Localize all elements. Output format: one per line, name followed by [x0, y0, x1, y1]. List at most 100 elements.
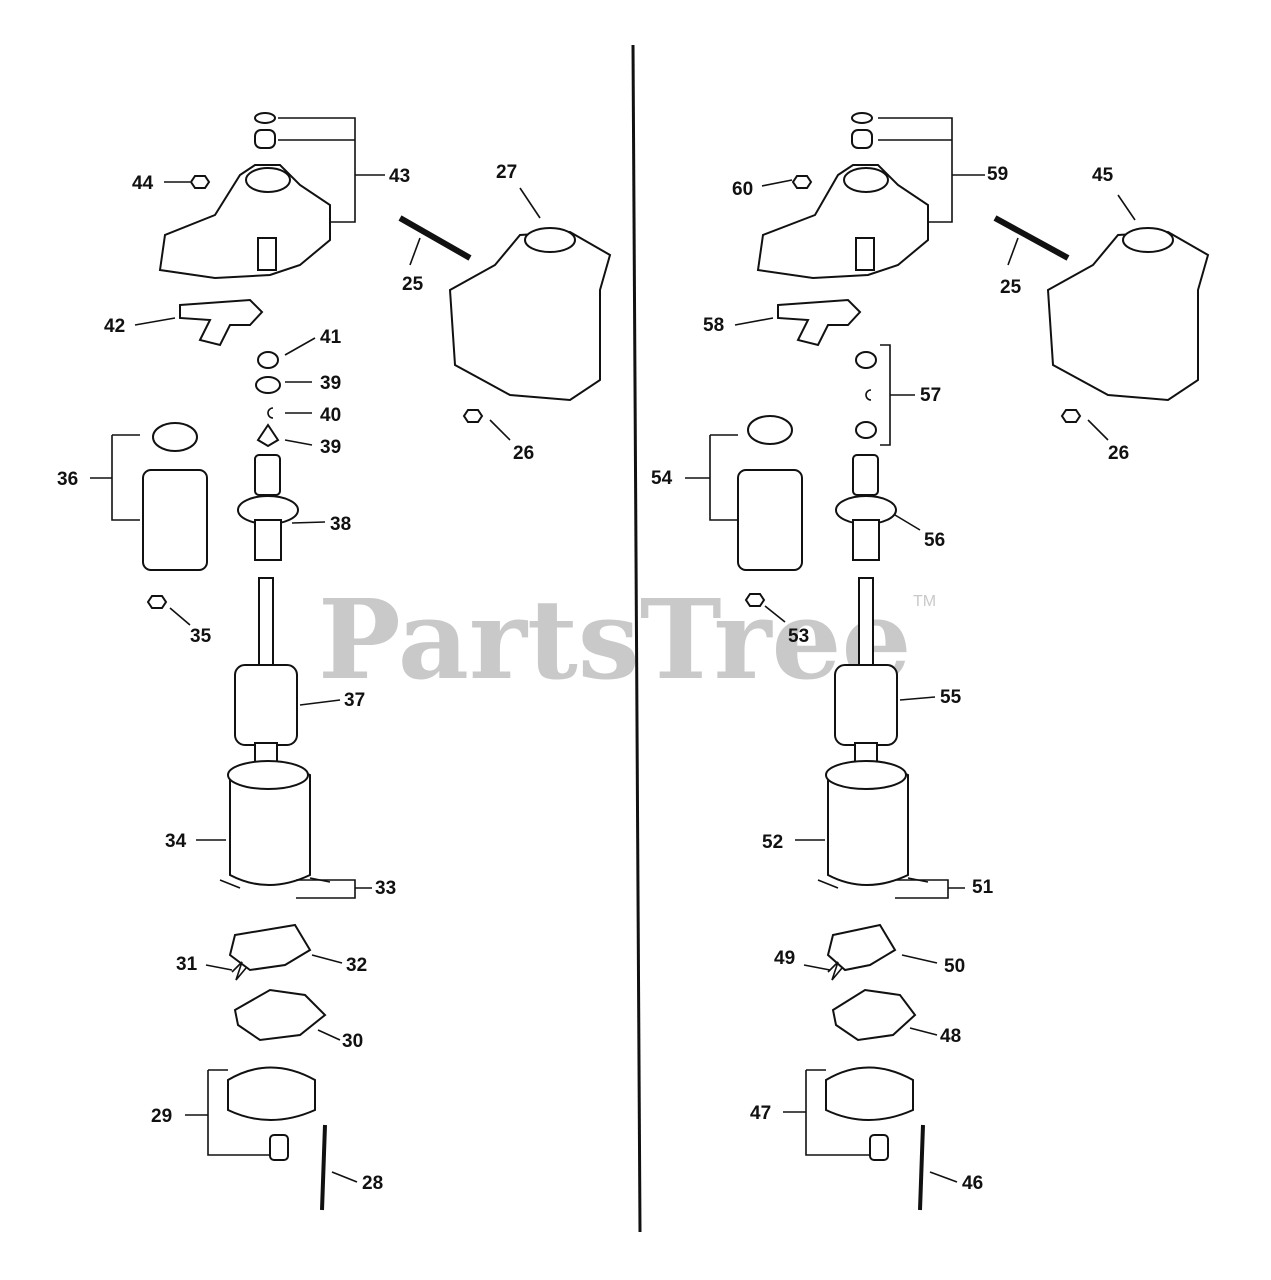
- label-57: 57: [920, 385, 941, 406]
- label-31: 31: [176, 954, 198, 975]
- watermark-trademark: TM: [913, 593, 936, 610]
- label-39-lower: 39: [320, 437, 341, 458]
- label-45: 45: [1092, 165, 1114, 186]
- part-solenoid-cap-r: [747, 415, 793, 445]
- part-washer-57b: [855, 421, 877, 439]
- label-43: 43: [389, 166, 410, 187]
- part-brush-holder-50: [826, 923, 897, 972]
- part-nut-44: [189, 175, 211, 189]
- left-diagram: [142, 112, 612, 1211]
- label-26-right: 26: [1108, 443, 1129, 464]
- label-33: 33: [375, 878, 396, 899]
- label-28: 28: [362, 1173, 383, 1194]
- part-end-cap-47: [825, 1066, 914, 1121]
- part-bushing-r: [851, 129, 873, 149]
- left-labels: 44 43 27 25 42 41 39 40 39 26 36 38 35 3…: [57, 162, 534, 1194]
- part-armature-shaft: [258, 577, 274, 669]
- part-solenoid-cap: [152, 422, 198, 452]
- part-stop-39-lower: [256, 423, 280, 448]
- label-35: 35: [190, 626, 212, 647]
- part-end-cap-bushing: [269, 1134, 289, 1161]
- part-bolt-25-r: [993, 215, 1070, 261]
- part-nut-60: [791, 175, 813, 189]
- part-starter-nose: [524, 227, 576, 253]
- label-29: 29: [151, 1106, 172, 1127]
- part-washer-41: [257, 351, 279, 369]
- part-bushing: [254, 129, 276, 149]
- label-55: 55: [940, 687, 962, 708]
- part-solenoid: [142, 469, 208, 571]
- label-30: 30: [342, 1031, 363, 1052]
- part-pinion-gear-r: [852, 454, 879, 496]
- part-solenoid-r: [737, 469, 803, 571]
- label-44: 44: [132, 173, 154, 194]
- part-nut-26-r: [1060, 409, 1082, 423]
- part-pinion-gear: [254, 454, 281, 496]
- label-40: 40: [320, 405, 341, 426]
- label-59: 59: [987, 164, 1008, 185]
- part-clip-40: [267, 407, 274, 419]
- part-through-bolt-28: [320, 1124, 327, 1211]
- left-leaders: [90, 117, 541, 1183]
- part-bolt-25: [398, 215, 472, 261]
- label-47: 47: [750, 1103, 771, 1124]
- part-field-frame-top: [227, 760, 309, 790]
- label-37: 37: [344, 690, 365, 711]
- part-pinion-body: [254, 519, 282, 561]
- label-51: 51: [972, 877, 994, 898]
- part-washer-57a: [855, 351, 877, 369]
- label-56: 56: [924, 530, 945, 551]
- part-ring: [254, 112, 276, 124]
- part-ring-r: [851, 112, 873, 124]
- part-armature-body: [234, 664, 298, 746]
- label-27: 27: [496, 162, 517, 183]
- part-armature-commutator: [254, 742, 278, 764]
- part-nut-53: [744, 593, 766, 607]
- part-housing-neck: [245, 167, 291, 193]
- label-38: 38: [330, 514, 351, 535]
- part-brush-plate: [179, 298, 264, 347]
- part-armature-shaft-r: [858, 577, 874, 669]
- part-housing-neck-r: [843, 167, 889, 193]
- part-housing-lug: [257, 237, 277, 271]
- part-through-bolt-46: [918, 1124, 925, 1211]
- label-41: 41: [320, 327, 342, 348]
- part-housing-lug-r: [855, 237, 875, 271]
- part-brush-holder-32: [228, 923, 312, 972]
- label-52: 52: [762, 832, 783, 853]
- part-starter-nose-r: [1122, 227, 1174, 253]
- part-plate-48: [831, 988, 917, 1042]
- part-drive-housing: [158, 164, 331, 280]
- label-39-upper: 39: [320, 373, 341, 394]
- label-58: 58: [703, 315, 724, 336]
- part-nut-35: [146, 595, 168, 609]
- label-49: 49: [774, 948, 795, 969]
- label-48: 48: [940, 1026, 961, 1047]
- label-26-left: 26: [513, 443, 534, 464]
- label-25-right: 25: [1000, 277, 1022, 298]
- part-spring-31: [231, 961, 247, 981]
- watermark: PartsTree: [318, 575, 912, 704]
- label-42: 42: [104, 316, 125, 337]
- right-leaders: [685, 117, 1136, 1183]
- part-brush-plate-r: [777, 298, 862, 347]
- right-diagram: [737, 112, 1210, 1211]
- part-field-frame-top-r: [825, 760, 907, 790]
- label-25-left: 25: [402, 274, 424, 295]
- part-stop-39-upper: [255, 376, 281, 394]
- part-pinion-body-r: [852, 519, 880, 561]
- label-60: 60: [732, 179, 753, 200]
- label-46: 46: [962, 1173, 983, 1194]
- part-nut-26: [462, 409, 484, 423]
- label-53: 53: [788, 626, 809, 647]
- part-clip-57: [865, 389, 872, 401]
- label-36: 36: [57, 469, 78, 490]
- part-end-cap-bushing-r: [869, 1134, 889, 1161]
- right-labels: 60 59 45 25 58 57 26 54 56 53 55 52 51 4…: [651, 164, 1129, 1194]
- label-34: 34: [165, 831, 187, 852]
- part-spring-49: [827, 961, 843, 981]
- part-end-cap-29: [227, 1066, 316, 1121]
- part-starter-assembly-r: [1046, 230, 1210, 402]
- part-plate-30: [233, 988, 327, 1042]
